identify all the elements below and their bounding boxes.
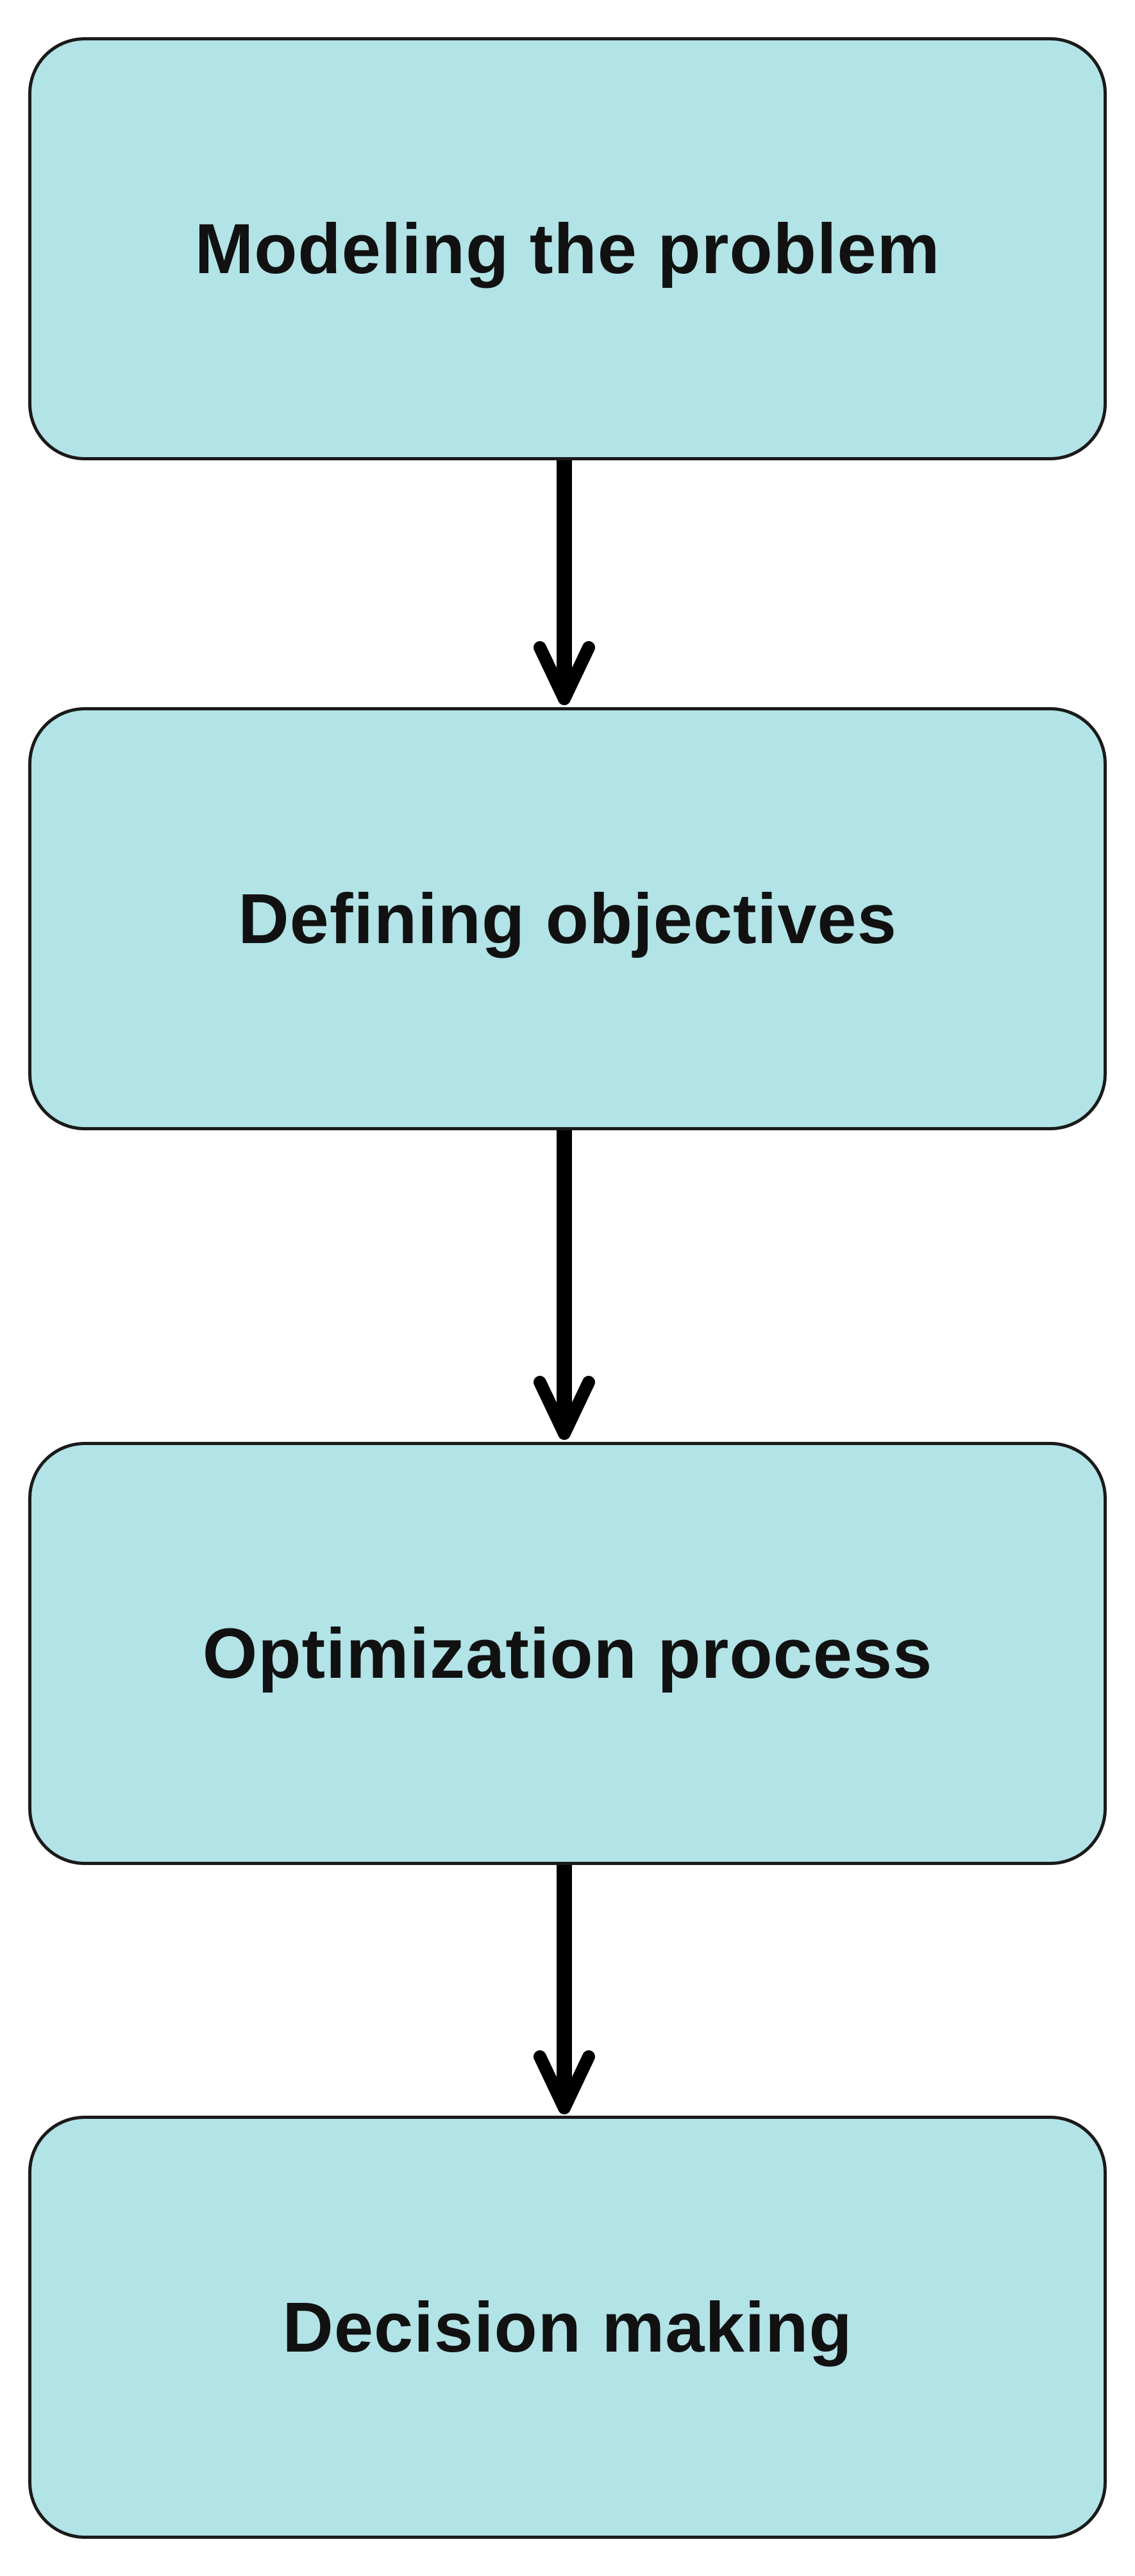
- arrow-optimization-to-decision: [534, 1865, 595, 2114]
- step-label: Decision making: [282, 2287, 853, 2367]
- arrow-defining-to-optimization: [534, 1130, 595, 1440]
- step-label: Defining objectives: [238, 879, 897, 958]
- arrow-modeling-to-defining: [534, 460, 595, 705]
- step-box-optimization-process: Optimization process: [28, 1442, 1107, 1865]
- step-box-decision-making: Decision making: [28, 2116, 1107, 2539]
- step-label: Modeling the problem: [194, 209, 941, 289]
- arrow-head: [534, 641, 595, 705]
- step-box-modeling-the-problem: Modeling the problem: [28, 37, 1107, 460]
- arrow-head: [534, 1376, 595, 1440]
- step-label: Optimization process: [202, 1614, 933, 1693]
- step-box-defining-objectives: Defining objectives: [28, 707, 1107, 1130]
- arrow-head: [534, 2050, 595, 2114]
